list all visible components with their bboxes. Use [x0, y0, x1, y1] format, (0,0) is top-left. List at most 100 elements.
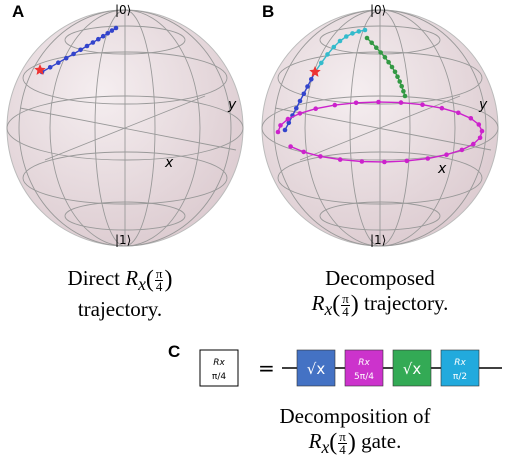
trajectory-a-point — [113, 25, 119, 31]
trajectory-b-blue-point — [286, 120, 292, 126]
trajectory-b-green-point — [369, 40, 374, 46]
gate-box-0 — [296, 349, 336, 387]
trajectory-b-green-point — [402, 93, 408, 99]
start-star — [34, 64, 46, 75]
trajectory-b-magenta-point — [382, 159, 387, 165]
trajectory-b-magenta-point — [444, 152, 449, 157]
trajectory-b-magenta-point — [404, 158, 410, 164]
trajectory-b-magenta-point — [420, 102, 425, 107]
trajectory-b-magenta-point — [275, 129, 281, 135]
trajectory-b-magenta-point — [313, 106, 318, 111]
trajectory-b-cyan-point — [350, 31, 355, 36]
trajectory-b-blue-point — [305, 84, 310, 89]
caption-b-suffix: trajectory. — [358, 291, 449, 315]
trajectory-a-point — [84, 43, 90, 49]
trajectory-b-magenta-point — [425, 156, 431, 161]
trajectory-b-magenta-point — [318, 154, 323, 159]
trajectory-b-green-point — [395, 74, 400, 79]
trajectory-b-cyan-point — [337, 38, 343, 44]
trajectory-a-point — [78, 47, 83, 53]
trajectory-b-cyan-point — [362, 27, 368, 33]
lhs-gate-top: Rx — [213, 358, 225, 368]
panel-label-a: A — [12, 2, 25, 21]
frac-num: π — [341, 290, 350, 306]
trajectory-b-green-point — [397, 79, 402, 84]
trajectory-b-green-point — [386, 59, 391, 65]
trajectory-b-blue-point — [309, 77, 314, 82]
gate-top-label-3: Rx — [454, 358, 466, 368]
trajectory-b-blue-point — [301, 91, 307, 97]
trajectory-b-cyan-point — [325, 52, 330, 57]
trajectory-a-point — [109, 28, 115, 33]
caption-a-prefix: Direct — [67, 266, 126, 290]
trajectory-a-point — [105, 31, 110, 36]
math-sub: x — [138, 274, 146, 295]
ket1-label-b: |1⟩ — [370, 233, 386, 247]
math-r: R — [125, 266, 139, 290]
trajectory-b-magenta-point — [459, 147, 465, 153]
ket0-label-a: |0⟩ — [115, 3, 131, 17]
trajectory-b-green-point — [364, 35, 370, 41]
trajectory-b-green-point — [399, 84, 404, 89]
trajectory-b-green-point — [378, 50, 383, 55]
frac-den: 4 — [339, 441, 346, 457]
trajectory-b-magenta-point — [285, 116, 291, 122]
axis-x-label-a: x — [164, 155, 174, 171]
trajectory-b-blue-point — [297, 98, 303, 104]
trajectory-b-magenta-point — [476, 122, 482, 127]
trajectory-a-point — [63, 55, 69, 61]
trajectory-b-magenta-point — [439, 105, 445, 111]
axis-x-label-b: x — [437, 161, 447, 177]
math-r: R — [311, 291, 325, 315]
math-sub: x — [324, 299, 333, 320]
lhs-gate-bottom: π/4 — [212, 372, 226, 382]
trajectory-b-green-point — [401, 88, 406, 94]
axis-y-label-b: y — [478, 97, 488, 113]
math-r: R — [308, 429, 322, 453]
caption-c-line1: Decomposition of — [279, 404, 431, 428]
frac-num: π — [338, 428, 347, 444]
gate-label-0: √x — [307, 360, 326, 378]
trajectory-b-magenta-point — [471, 141, 476, 147]
gate-label-2: √x — [403, 360, 422, 378]
panel-label-c: C — [168, 342, 181, 361]
trajectory-b-green-point — [374, 45, 379, 50]
trajectory-a-point — [56, 60, 61, 65]
gate-box-1 — [344, 349, 384, 387]
trajectory-b-magenta-point — [353, 100, 359, 106]
trajectory-b-magenta-point — [288, 144, 293, 149]
trajectory-b-green-point — [392, 69, 398, 75]
trajectory-b-cyan-point — [319, 60, 324, 66]
bloch-sphere-a: |0⟩ |1⟩ y x — [6, 3, 244, 247]
trajectory-b-magenta-point — [359, 159, 365, 164]
trajectory-b-magenta-point — [456, 110, 461, 116]
trajectory-a-point — [100, 33, 106, 39]
caption-c-suffix: gate. — [355, 429, 402, 453]
caption-a-line2: trajectory. — [77, 297, 163, 322]
trajectory-b-magenta-point — [301, 149, 306, 155]
trajectory-b-magenta-point — [332, 102, 338, 108]
trajectory-b-green-point — [389, 64, 395, 70]
trajectory-b-magenta-point — [278, 123, 283, 128]
trajectory-b-cyan-point — [331, 44, 337, 50]
trajectory-a-point — [96, 36, 101, 42]
math-sub: x — [321, 437, 330, 458]
frac-den: 4 — [155, 278, 163, 294]
trajectory-b-magenta-point — [468, 116, 474, 121]
trajectory-b-green-point — [382, 55, 388, 60]
trajectory-b-magenta-point — [337, 157, 343, 162]
trajectory-b-cyan-point — [344, 34, 349, 39]
frac-num: π — [154, 265, 164, 281]
trajectory-a-point — [47, 65, 53, 70]
trajectory-b-blue-point — [294, 106, 299, 111]
bloch-sphere-b: |0⟩ |1⟩ y x — [261, 3, 499, 247]
